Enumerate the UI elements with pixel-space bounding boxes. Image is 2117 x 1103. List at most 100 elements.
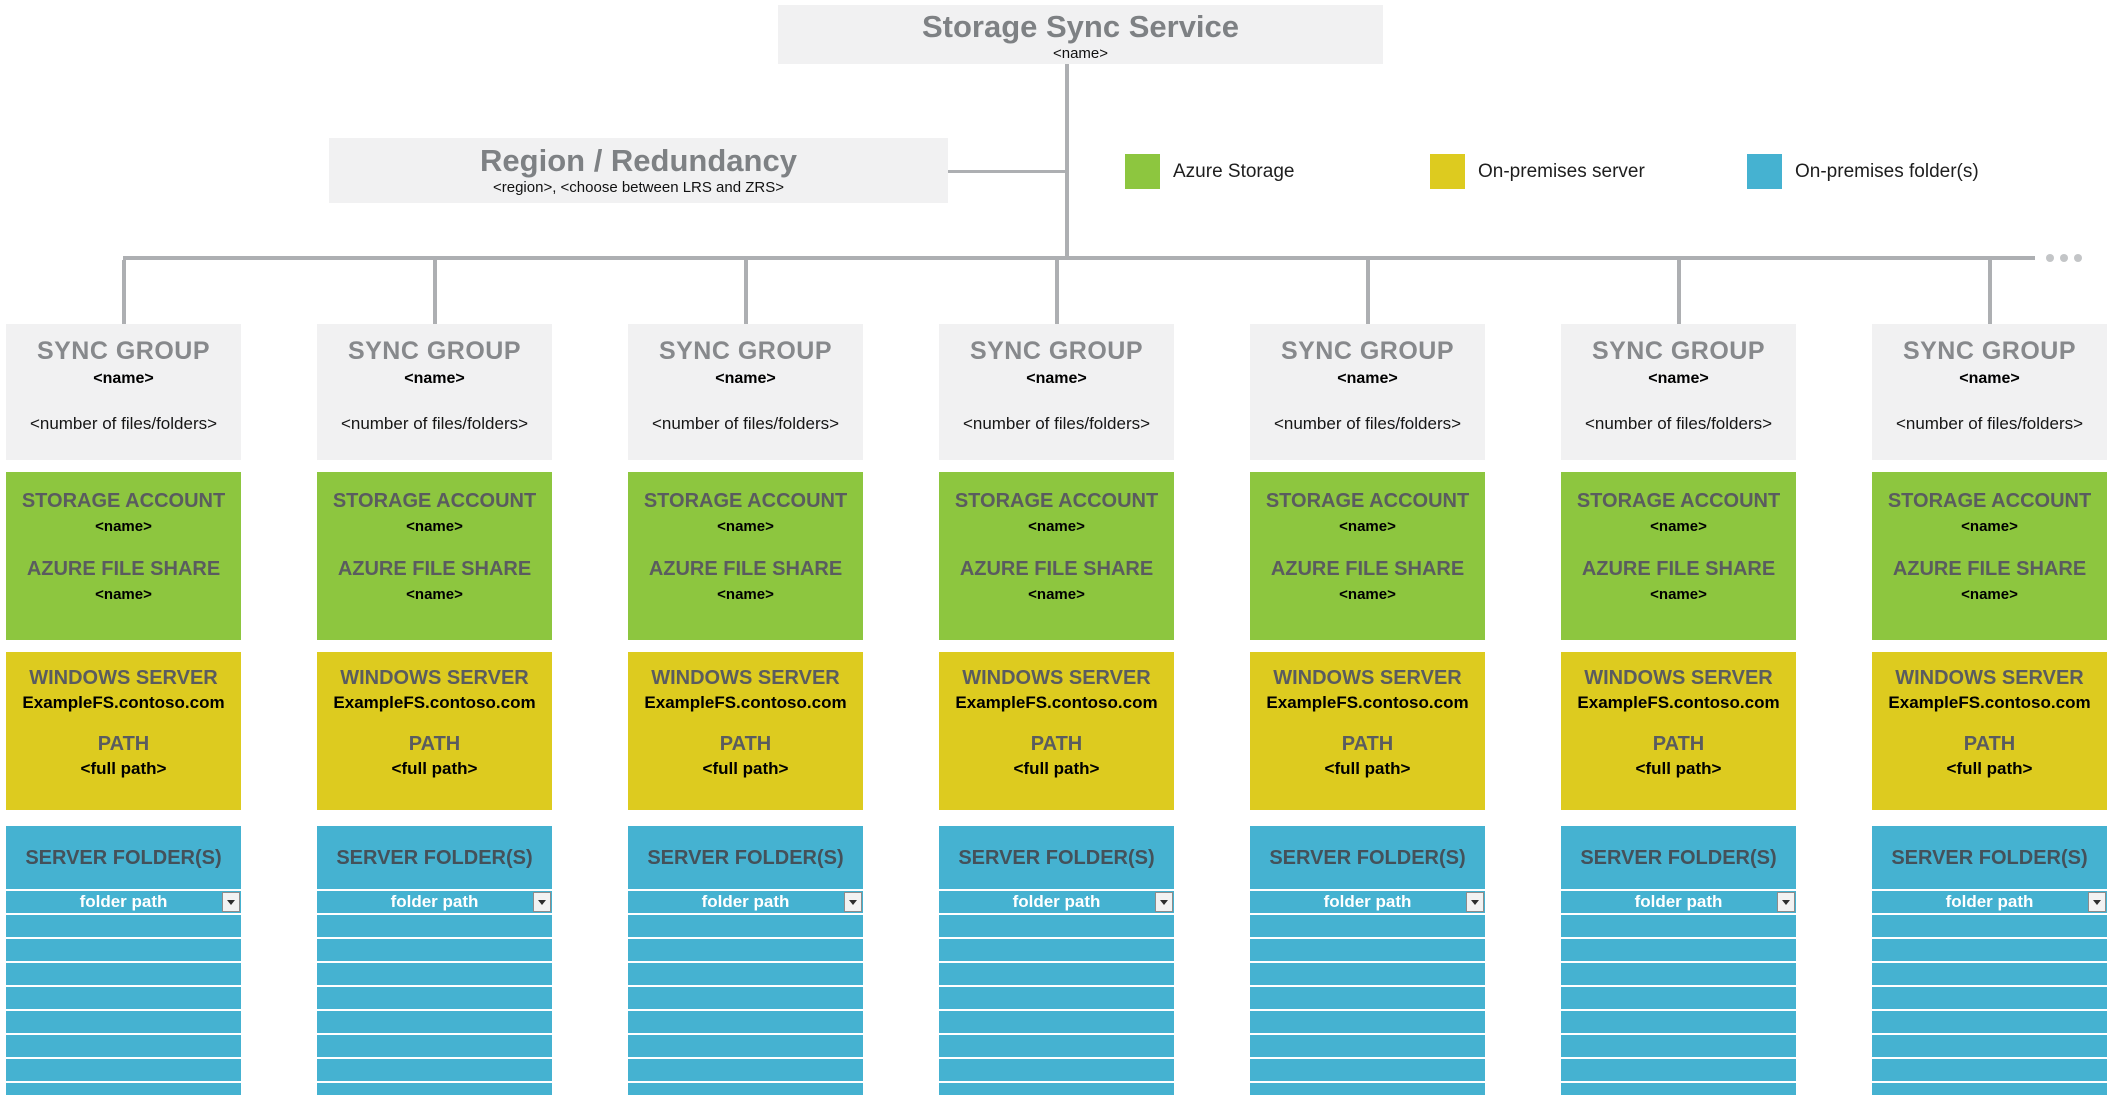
empty-folder-row [1872, 987, 2107, 1011]
empty-folder-row [1561, 987, 1796, 1011]
windows-server-name: ExampleFS.contoso.com [333, 693, 536, 712]
windows-server-title: WINDOWS SERVER [340, 667, 529, 689]
sync-group-title: SYNC GROUP [1280, 337, 1455, 365]
folder-path-dropdown-button[interactable] [533, 892, 551, 912]
empty-folder-row [628, 915, 863, 939]
server-folders-title: SERVER FOLDER(S) [336, 847, 533, 869]
sync-group-name: <name> [93, 370, 154, 387]
windows-server-name: ExampleFS.contoso.com [644, 693, 847, 712]
windows-server-name: ExampleFS.contoso.com [1577, 693, 1780, 712]
sync-group-column: SYNC GROUP <name> <number of files/folde… [1872, 260, 2107, 1095]
azure-file-share-title: AZURE FILE SHARE [1581, 558, 1776, 580]
sync-group-title: SYNC GROUP [658, 337, 833, 365]
sync-group-title: SYNC GROUP [1902, 337, 2077, 365]
folder-path-row[interactable]: folder path [939, 889, 1174, 915]
azure-storage-box: STORAGE ACCOUNT <name> AZURE FILE SHARE … [317, 472, 552, 640]
azure-file-share-name: <name> [1339, 586, 1396, 603]
windows-server-box: WINDOWS SERVER ExampleFS.contoso.com PAT… [628, 652, 863, 810]
empty-folder-row [317, 939, 552, 963]
sync-group-column: SYNC GROUP <name> <number of files/folde… [939, 260, 1174, 1095]
folder-path-dropdown-button[interactable] [1777, 892, 1795, 912]
empty-folder-row [317, 963, 552, 987]
empty-folder-row [6, 987, 241, 1011]
sync-group-box: SYNC GROUP <name> <number of files/folde… [628, 324, 863, 460]
server-path: <full path> [80, 759, 167, 778]
dropdown-arrow-icon [1160, 899, 1168, 905]
empty-folder-row [1561, 915, 1796, 939]
folder-path-row[interactable]: folder path [628, 889, 863, 915]
sync-group-name: <name> [1648, 370, 1709, 387]
server-folders-title: SERVER FOLDER(S) [1580, 847, 1777, 869]
sync-group-column: SYNC GROUP <name> <number of files/folde… [1250, 260, 1485, 1095]
empty-folder-row [939, 915, 1174, 939]
folder-path-row[interactable]: folder path [6, 889, 241, 915]
folder-path-row[interactable]: folder path [1250, 889, 1485, 915]
azure-storage-box: STORAGE ACCOUNT <name> AZURE FILE SHARE … [1561, 472, 1796, 640]
windows-server-box: WINDOWS SERVER ExampleFS.contoso.com PAT… [1250, 652, 1485, 810]
empty-folder-row [628, 1083, 863, 1095]
legend-item: On-premises folder(s) [1747, 154, 1979, 189]
server-path: <full path> [391, 759, 478, 778]
sync-group-box: SYNC GROUP <name> <number of files/folde… [1561, 324, 1796, 460]
empty-folder-row [6, 963, 241, 987]
folder-path-dropdown-button[interactable] [1466, 892, 1484, 912]
empty-folder-row [1561, 1059, 1796, 1083]
sync-group-file-count: <number of files/folders> [340, 414, 529, 433]
server-folders-title: SERVER FOLDER(S) [25, 847, 222, 869]
folder-path-label: folder path [1323, 892, 1412, 911]
empty-folder-row [1250, 939, 1485, 963]
dropdown-arrow-icon [227, 899, 235, 905]
folder-path-dropdown-button[interactable] [1155, 892, 1173, 912]
folder-path-row[interactable]: folder path [1872, 889, 2107, 915]
server-folders-title: SERVER FOLDER(S) [1269, 847, 1466, 869]
storage-account-name: <name> [1028, 518, 1085, 535]
storage-account-name: <name> [1650, 518, 1707, 535]
empty-folder-row [317, 1083, 552, 1095]
azure-storage-box: STORAGE ACCOUNT <name> AZURE FILE SHARE … [628, 472, 863, 640]
azure-storage-box: STORAGE ACCOUNT <name> AZURE FILE SHARE … [939, 472, 1174, 640]
path-title: PATH [719, 733, 772, 755]
sync-group-title: SYNC GROUP [1591, 337, 1766, 365]
storage-sync-service-name: <name> [1052, 45, 1109, 62]
empty-folder-row [939, 1035, 1174, 1059]
server-folders-title: SERVER FOLDER(S) [1891, 847, 2088, 869]
storage-account-name: <name> [406, 518, 463, 535]
empty-folder-row [6, 1083, 241, 1095]
folder-path-dropdown-button[interactable] [844, 892, 862, 912]
legend-label: On-premises server [1478, 160, 1645, 182]
storage-account-title: STORAGE ACCOUNT [21, 490, 226, 512]
legend-item: On-premises server [1430, 154, 1645, 189]
empty-folder-row [317, 1059, 552, 1083]
storage-sync-service-title: Storage Sync Service [921, 9, 1240, 44]
path-title: PATH [1652, 733, 1705, 755]
empty-folder-rows [1250, 915, 1485, 1095]
folder-path-row[interactable]: folder path [1561, 889, 1796, 915]
empty-folder-row [1250, 963, 1485, 987]
sync-group-column: SYNC GROUP <name> <number of files/folde… [1561, 260, 1796, 1095]
folder-path-dropdown-button[interactable] [2088, 892, 2106, 912]
sync-group-file-count: <number of files/folders> [1584, 414, 1773, 433]
dropdown-arrow-icon [538, 899, 546, 905]
region-redundancy-title: Region / Redundancy [480, 143, 797, 178]
sync-group-file-count: <number of files/folders> [29, 414, 218, 433]
empty-folder-row [1872, 1035, 2107, 1059]
legend-color-swatch [1430, 154, 1465, 189]
dropdown-arrow-icon [2093, 899, 2101, 905]
empty-folder-row [1561, 1083, 1796, 1095]
empty-folder-row [1561, 939, 1796, 963]
dropdown-arrow-icon [849, 899, 857, 905]
azure-file-share-title: AZURE FILE SHARE [26, 558, 221, 580]
windows-server-name: ExampleFS.contoso.com [22, 693, 225, 712]
sync-group-box: SYNC GROUP <name> <number of files/folde… [1872, 324, 2107, 460]
empty-folder-row [939, 963, 1174, 987]
folder-path-row[interactable]: folder path [317, 889, 552, 915]
azure-file-share-title: AZURE FILE SHARE [648, 558, 843, 580]
empty-folder-row [317, 915, 552, 939]
server-folders-title: SERVER FOLDER(S) [958, 847, 1155, 869]
ellipsis-dot [2046, 254, 2054, 262]
folder-path-dropdown-button[interactable] [222, 892, 240, 912]
azure-storage-box: STORAGE ACCOUNT <name> AZURE FILE SHARE … [1250, 472, 1485, 640]
azure-storage-box: STORAGE ACCOUNT <name> AZURE FILE SHARE … [1872, 472, 2107, 640]
server-folders-box: SERVER FOLDER(S) folder path [1250, 826, 1485, 1095]
